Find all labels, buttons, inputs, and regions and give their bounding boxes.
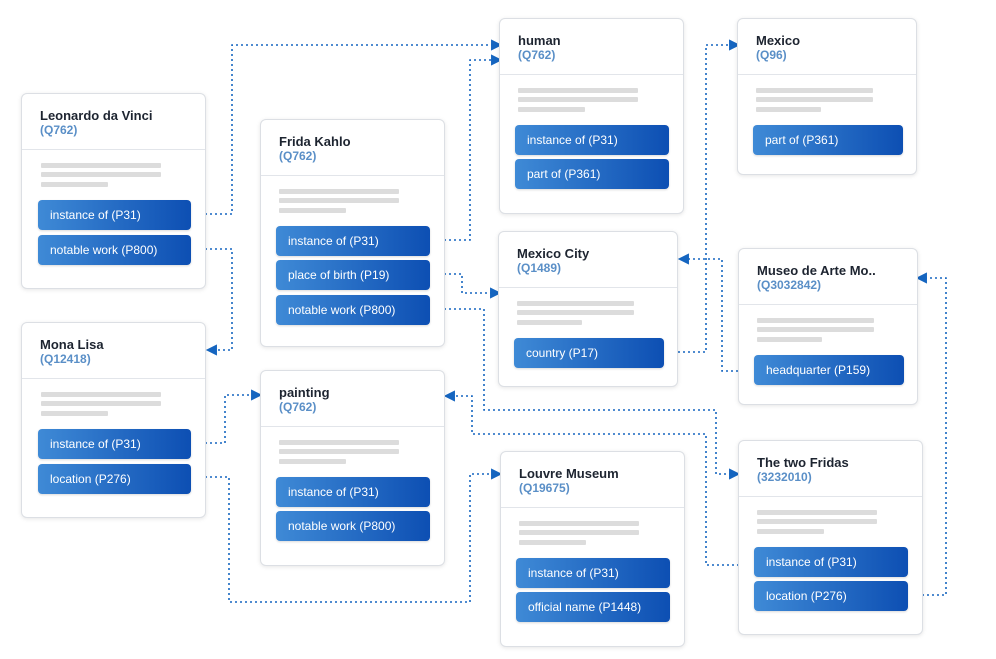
card-title: Leonardo da Vinci bbox=[40, 108, 153, 123]
property-location[interactable]: location (P276) bbox=[38, 464, 191, 494]
placeholder-line bbox=[518, 107, 585, 112]
property-headquarter[interactable]: headquarter (P159) bbox=[754, 355, 904, 385]
placeholder-line bbox=[519, 530, 639, 535]
placeholder-line bbox=[279, 459, 346, 464]
placeholder-line bbox=[757, 519, 877, 524]
property-location[interactable]: location (P276) bbox=[754, 581, 908, 611]
card-title: Louvre Museum bbox=[519, 466, 619, 481]
card-mona-lisa[interactable]: Mona Lisa (Q12418) instance of (P31) loc… bbox=[21, 322, 206, 518]
divider bbox=[739, 304, 917, 305]
divider bbox=[738, 74, 916, 75]
property-instance-of[interactable]: instance of (P31) bbox=[515, 125, 669, 155]
placeholder-line bbox=[518, 88, 638, 93]
card-mexico-city[interactable]: Mexico City (Q1489) country (P17) bbox=[498, 231, 678, 387]
placeholder-line bbox=[519, 540, 586, 545]
placeholder-line bbox=[279, 189, 399, 194]
edge-mexicocity-country-mexico bbox=[663, 39, 741, 353]
card-qid[interactable]: (3232010) bbox=[757, 470, 812, 484]
placeholder-line bbox=[517, 320, 582, 325]
card-title: human bbox=[518, 33, 561, 48]
edge-frida-birth-mexicocity bbox=[429, 273, 502, 299]
card-title: The two Fridas bbox=[757, 455, 849, 470]
placeholder-line bbox=[41, 172, 161, 177]
property-country[interactable]: country (P17) bbox=[514, 338, 664, 368]
card-qid[interactable]: (Q96) bbox=[756, 48, 787, 62]
edge-leonardo-notablework-mona bbox=[190, 248, 233, 356]
card-painting[interactable]: painting (Q762) instance of (P31) notabl… bbox=[260, 370, 445, 566]
card-frida-kahlo[interactable]: Frida Kahlo (Q762) instance of (P31) pla… bbox=[260, 119, 445, 347]
placeholder-line bbox=[757, 529, 824, 534]
property-notable-work[interactable]: notable work (P800) bbox=[276, 511, 430, 541]
card-title: painting bbox=[279, 385, 330, 400]
divider bbox=[500, 74, 683, 75]
property-instance-of[interactable]: instance of (P31) bbox=[276, 226, 430, 256]
card-louvre-museum[interactable]: Louvre Museum (Q19675) instance of (P31)… bbox=[500, 451, 685, 647]
placeholder-line bbox=[41, 182, 108, 187]
card-qid[interactable]: (Q762) bbox=[279, 149, 317, 163]
placeholder-line bbox=[41, 392, 161, 397]
divider bbox=[22, 149, 205, 150]
placeholder-line bbox=[279, 440, 399, 445]
placeholder-line bbox=[41, 401, 161, 406]
placeholder-line bbox=[517, 310, 634, 315]
edge-frida-instance-human bbox=[429, 54, 503, 241]
placeholder-line bbox=[519, 521, 639, 526]
placeholder-line bbox=[279, 449, 399, 454]
placeholder-line bbox=[518, 97, 638, 102]
card-museo-de-arte-moderno[interactable]: Museo de Arte Mo.. (Q3032842) headquarte… bbox=[738, 248, 918, 405]
card-title: Mona Lisa bbox=[40, 337, 104, 352]
edge-twofridas-location-museo bbox=[907, 272, 947, 596]
edge-twofridas-instance-painting bbox=[443, 390, 754, 566]
card-title: Museo de Arte Mo.. bbox=[757, 263, 876, 278]
card-the-two-fridas[interactable]: The two Fridas (3232010) instance of (P3… bbox=[738, 440, 923, 635]
card-qid[interactable]: (Q762) bbox=[518, 48, 556, 62]
property-part-of[interactable]: part of (P361) bbox=[753, 125, 903, 155]
edge-mona-instance-painting bbox=[190, 389, 263, 444]
property-instance-of[interactable]: instance of (P31) bbox=[754, 547, 908, 577]
placeholder-line bbox=[756, 107, 821, 112]
placeholder-line bbox=[757, 327, 874, 332]
placeholder-line bbox=[757, 337, 822, 342]
property-place-of-birth[interactable]: place of birth (P19) bbox=[276, 260, 430, 290]
divider bbox=[501, 507, 684, 508]
property-instance-of[interactable]: instance of (P31) bbox=[276, 477, 430, 507]
placeholder-line bbox=[756, 88, 873, 93]
card-qid[interactable]: (Q762) bbox=[279, 400, 317, 414]
property-part-of[interactable]: part of (P361) bbox=[515, 159, 669, 189]
card-human[interactable]: human (Q762) instance of (P31) part of (… bbox=[499, 18, 684, 214]
divider bbox=[499, 287, 677, 288]
placeholder-line bbox=[757, 318, 874, 323]
placeholder-line bbox=[279, 198, 399, 203]
property-instance-of[interactable]: instance of (P31) bbox=[38, 429, 191, 459]
card-qid[interactable]: (Q12418) bbox=[40, 352, 91, 366]
edge-leonardo-instance-human bbox=[190, 39, 503, 215]
property-notable-work[interactable]: notable work (P800) bbox=[276, 295, 430, 325]
card-qid[interactable]: (Q1489) bbox=[517, 261, 562, 275]
property-instance-of[interactable]: instance of (P31) bbox=[516, 558, 670, 588]
placeholder-line bbox=[41, 163, 161, 168]
card-qid[interactable]: (Q762) bbox=[40, 123, 78, 137]
card-title: Mexico bbox=[756, 33, 801, 48]
property-notable-work[interactable]: notable work (P800) bbox=[38, 235, 191, 265]
card-leonardo-da-vinci[interactable]: Leonardo da Vinci (Q762) instance of (P3… bbox=[21, 93, 206, 289]
property-instance-of[interactable]: instance of (P31) bbox=[38, 200, 191, 230]
placeholder-line bbox=[757, 510, 877, 515]
card-qid[interactable]: (Q3032842) bbox=[757, 278, 822, 292]
card-mexico[interactable]: Mexico (Q96) part of (P361) bbox=[737, 18, 917, 175]
edge-museo-headquarter-mexicocity bbox=[677, 253, 753, 372]
property-official-name[interactable]: official name (P1448) bbox=[516, 592, 670, 622]
placeholder-line bbox=[517, 301, 634, 306]
divider bbox=[261, 175, 444, 176]
divider bbox=[261, 426, 444, 427]
divider bbox=[739, 496, 922, 497]
placeholder-line bbox=[756, 97, 873, 102]
edge-frida-notablework-twofridas bbox=[429, 308, 741, 480]
placeholder-line bbox=[279, 208, 346, 213]
card-qid[interactable]: (Q19675) bbox=[519, 481, 570, 495]
card-title: Mexico City bbox=[517, 246, 590, 261]
placeholder-line bbox=[41, 411, 108, 416]
card-title: Frida Kahlo bbox=[279, 134, 351, 149]
divider bbox=[22, 378, 205, 379]
